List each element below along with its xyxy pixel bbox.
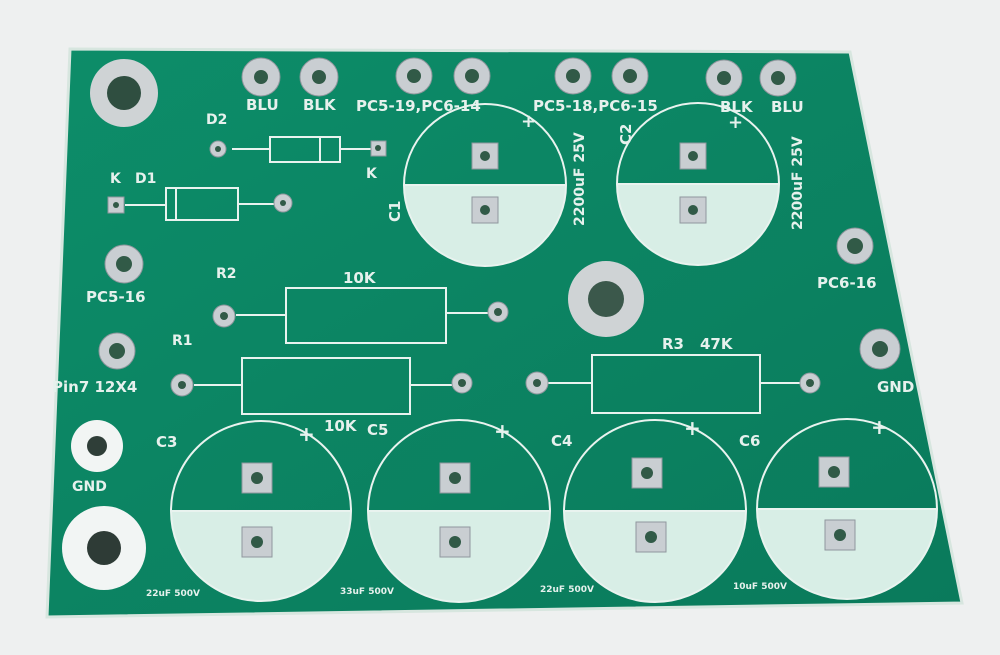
capacitor-c6	[756, 418, 938, 600]
label-d1-k: K	[110, 171, 122, 187]
label-d2: D2	[206, 112, 227, 128]
label-pc5-16: PC5-16	[86, 288, 146, 306]
capacitor-c5	[367, 419, 551, 603]
label-r3-value: 47K	[700, 335, 734, 353]
resistor-r1	[170, 357, 473, 415]
label-blk-right: BLK	[720, 98, 754, 116]
label-c3: C3	[156, 433, 177, 451]
mounting-hole-top-left	[90, 59, 158, 127]
resistor-r2	[212, 287, 509, 344]
c6-plus: +	[871, 415, 888, 439]
label-c4-value: 22uF 500V	[540, 585, 594, 595]
label-r3: R3	[662, 335, 684, 353]
c2-plus: +	[728, 112, 743, 133]
label-r1: R1	[172, 333, 193, 349]
c5-plus: +	[494, 419, 511, 443]
label-c1: C1	[386, 201, 404, 222]
label-c2: C2	[617, 124, 635, 145]
label-r2-value: 10K	[343, 269, 377, 287]
label-c2-value: 2200uF 25V	[790, 136, 806, 230]
label-c5-value: 33uF 500V	[340, 587, 394, 597]
resistor-r3	[525, 354, 821, 414]
label-gnd-left: GND	[72, 479, 107, 495]
capacitor-c2	[616, 102, 780, 266]
label-c6: C6	[739, 432, 760, 450]
label-c6-value: 10uF 500V	[733, 582, 787, 592]
label-r2: R2	[216, 266, 237, 282]
label-c5: C5	[367, 421, 388, 439]
c3-plus: +	[298, 422, 315, 446]
label-pc518-pc615: PC5-18,PC6-15	[533, 97, 658, 115]
label-c4: C4	[551, 432, 572, 450]
label-r1-value: 10K	[324, 417, 358, 435]
label-blk-left: BLK	[303, 96, 337, 114]
mounting-hole-center	[568, 261, 644, 337]
pad-gnd-left	[71, 420, 123, 472]
label-pc6-16: PC6-16	[817, 274, 877, 292]
capacitor-c1	[403, 103, 567, 267]
label-pin7: Pin7 12X4	[52, 378, 137, 396]
pad-pin7	[98, 332, 136, 370]
label-c1-value: 2200uF 25V	[572, 132, 588, 226]
capacitor-c4	[563, 419, 747, 603]
mounting-hole-bottom-left	[62, 506, 146, 590]
label-c3-value: 22uF 500V	[146, 589, 200, 599]
label-gnd-right: GND	[877, 378, 914, 396]
label-d2-k: K	[366, 166, 378, 182]
label-d1: D1	[135, 171, 156, 187]
capacitor-c3	[170, 420, 352, 602]
top-pads	[241, 57, 797, 97]
diode-d2	[209, 136, 387, 163]
label-pc519-pc614: PC5-19,PC6-14	[356, 97, 481, 115]
diode-d1	[107, 187, 293, 221]
label-blu-left: BLU	[246, 96, 279, 114]
pad-pc5-16	[104, 244, 144, 284]
c1-plus: +	[521, 111, 536, 132]
label-blu-right: BLU	[771, 98, 804, 116]
c4-plus: +	[684, 416, 701, 440]
pad-gnd-right	[859, 328, 901, 370]
pad-pc6-16	[836, 227, 874, 265]
